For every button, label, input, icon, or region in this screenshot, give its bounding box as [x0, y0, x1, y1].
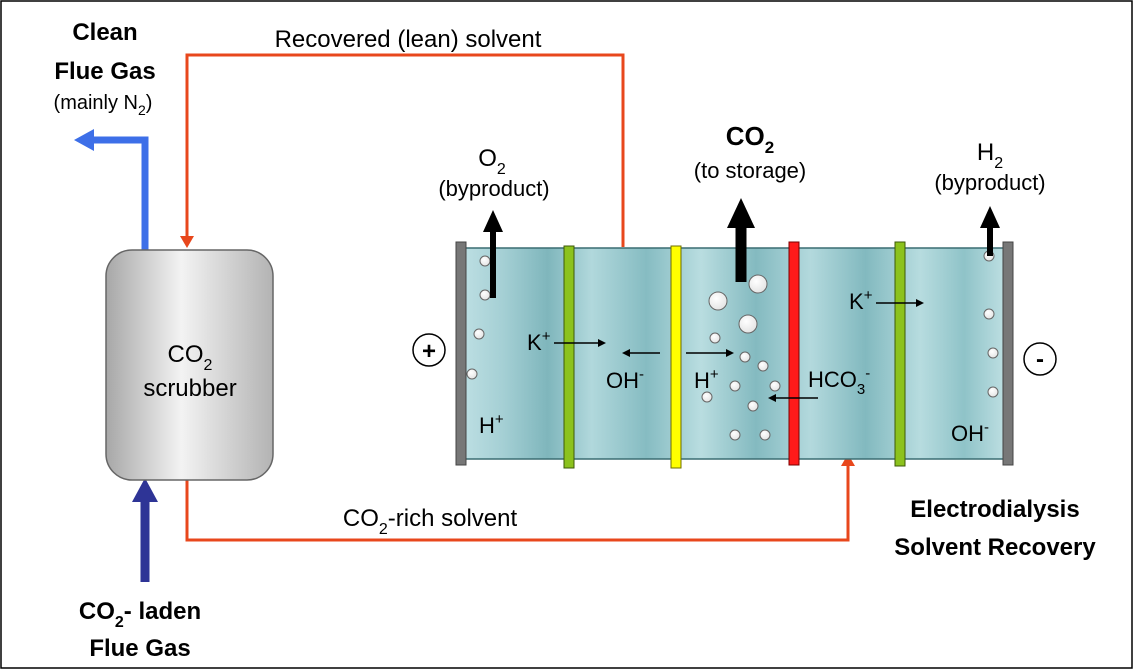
- h2-outlet-arrow-head: [980, 206, 1000, 228]
- inlet-gas-line2: Flue Gas: [89, 635, 190, 662]
- clean-gas-arrow-line: [90, 136, 149, 252]
- o2-outlet-arrow-head: [483, 210, 503, 232]
- co2-formula: CO2: [726, 121, 774, 157]
- co2-scrubber-vessel: [105, 249, 274, 481]
- membrane-yellow: [670, 245, 682, 469]
- cathode-plate: [1002, 241, 1014, 466]
- h-ion-anode: H+: [479, 411, 504, 438]
- inlet-gas-line1: CO2- laden: [79, 598, 201, 631]
- anode-sign: +: [422, 338, 436, 365]
- process-label-line1: Electrodialysis: [910, 496, 1079, 523]
- inlet-arrow-head: [132, 478, 158, 502]
- oh-ion-middle: OH-: [606, 366, 644, 393]
- h-ion-middle: H+: [694, 366, 719, 393]
- clean-gas-title-line1: Clean: [72, 19, 137, 46]
- cathode-sign: -: [1036, 346, 1044, 373]
- anode-plate: [455, 241, 467, 466]
- h2-note: (byproduct): [934, 170, 1045, 195]
- electrodialysis-cell: [459, 247, 1009, 460]
- gas-bubbles: [466, 250, 999, 441]
- k-ion-right: K+: [849, 287, 873, 314]
- rich-solvent-label: CO2-rich solvent: [343, 505, 518, 538]
- o2-formula: O2: [478, 145, 506, 178]
- h2-formula: H2: [977, 139, 1003, 172]
- rich-solvent-arrowhead: [841, 454, 855, 466]
- lean-solvent-label: Recovered (lean) solvent: [275, 26, 542, 53]
- clean-gas-subtitle: (mainly N2): [54, 92, 153, 118]
- clean-gas-title-line2: Flue Gas: [54, 58, 155, 85]
- k-ion-left: K+: [527, 328, 551, 355]
- membrane-red: [788, 241, 800, 466]
- co2-outlet-arrow-head: [727, 198, 755, 228]
- lean-solvent-line: [185, 53, 625, 247]
- o2-note: (byproduct): [438, 176, 549, 201]
- membrane-green-left: [563, 245, 575, 469]
- co2-note: (to storage): [694, 158, 807, 183]
- ion-migration-arrows: [554, 299, 924, 402]
- clean-gas-arrow-head: [74, 129, 94, 151]
- cathode-symbol: [1023, 342, 1057, 376]
- scrubber-label: scrubber: [143, 375, 236, 402]
- rich-solvent-line: [185, 462, 850, 542]
- membrane-green-right: [894, 241, 906, 467]
- bicarbonate-ion: HCO3-: [808, 365, 870, 398]
- anode-symbol: [412, 333, 446, 367]
- oh-ion-cathode: OH-: [951, 419, 989, 446]
- lean-solvent-arrowhead: [180, 236, 194, 248]
- process-label-line2: Solvent Recovery: [894, 534, 1096, 561]
- scrubber-formula: CO2: [168, 341, 213, 374]
